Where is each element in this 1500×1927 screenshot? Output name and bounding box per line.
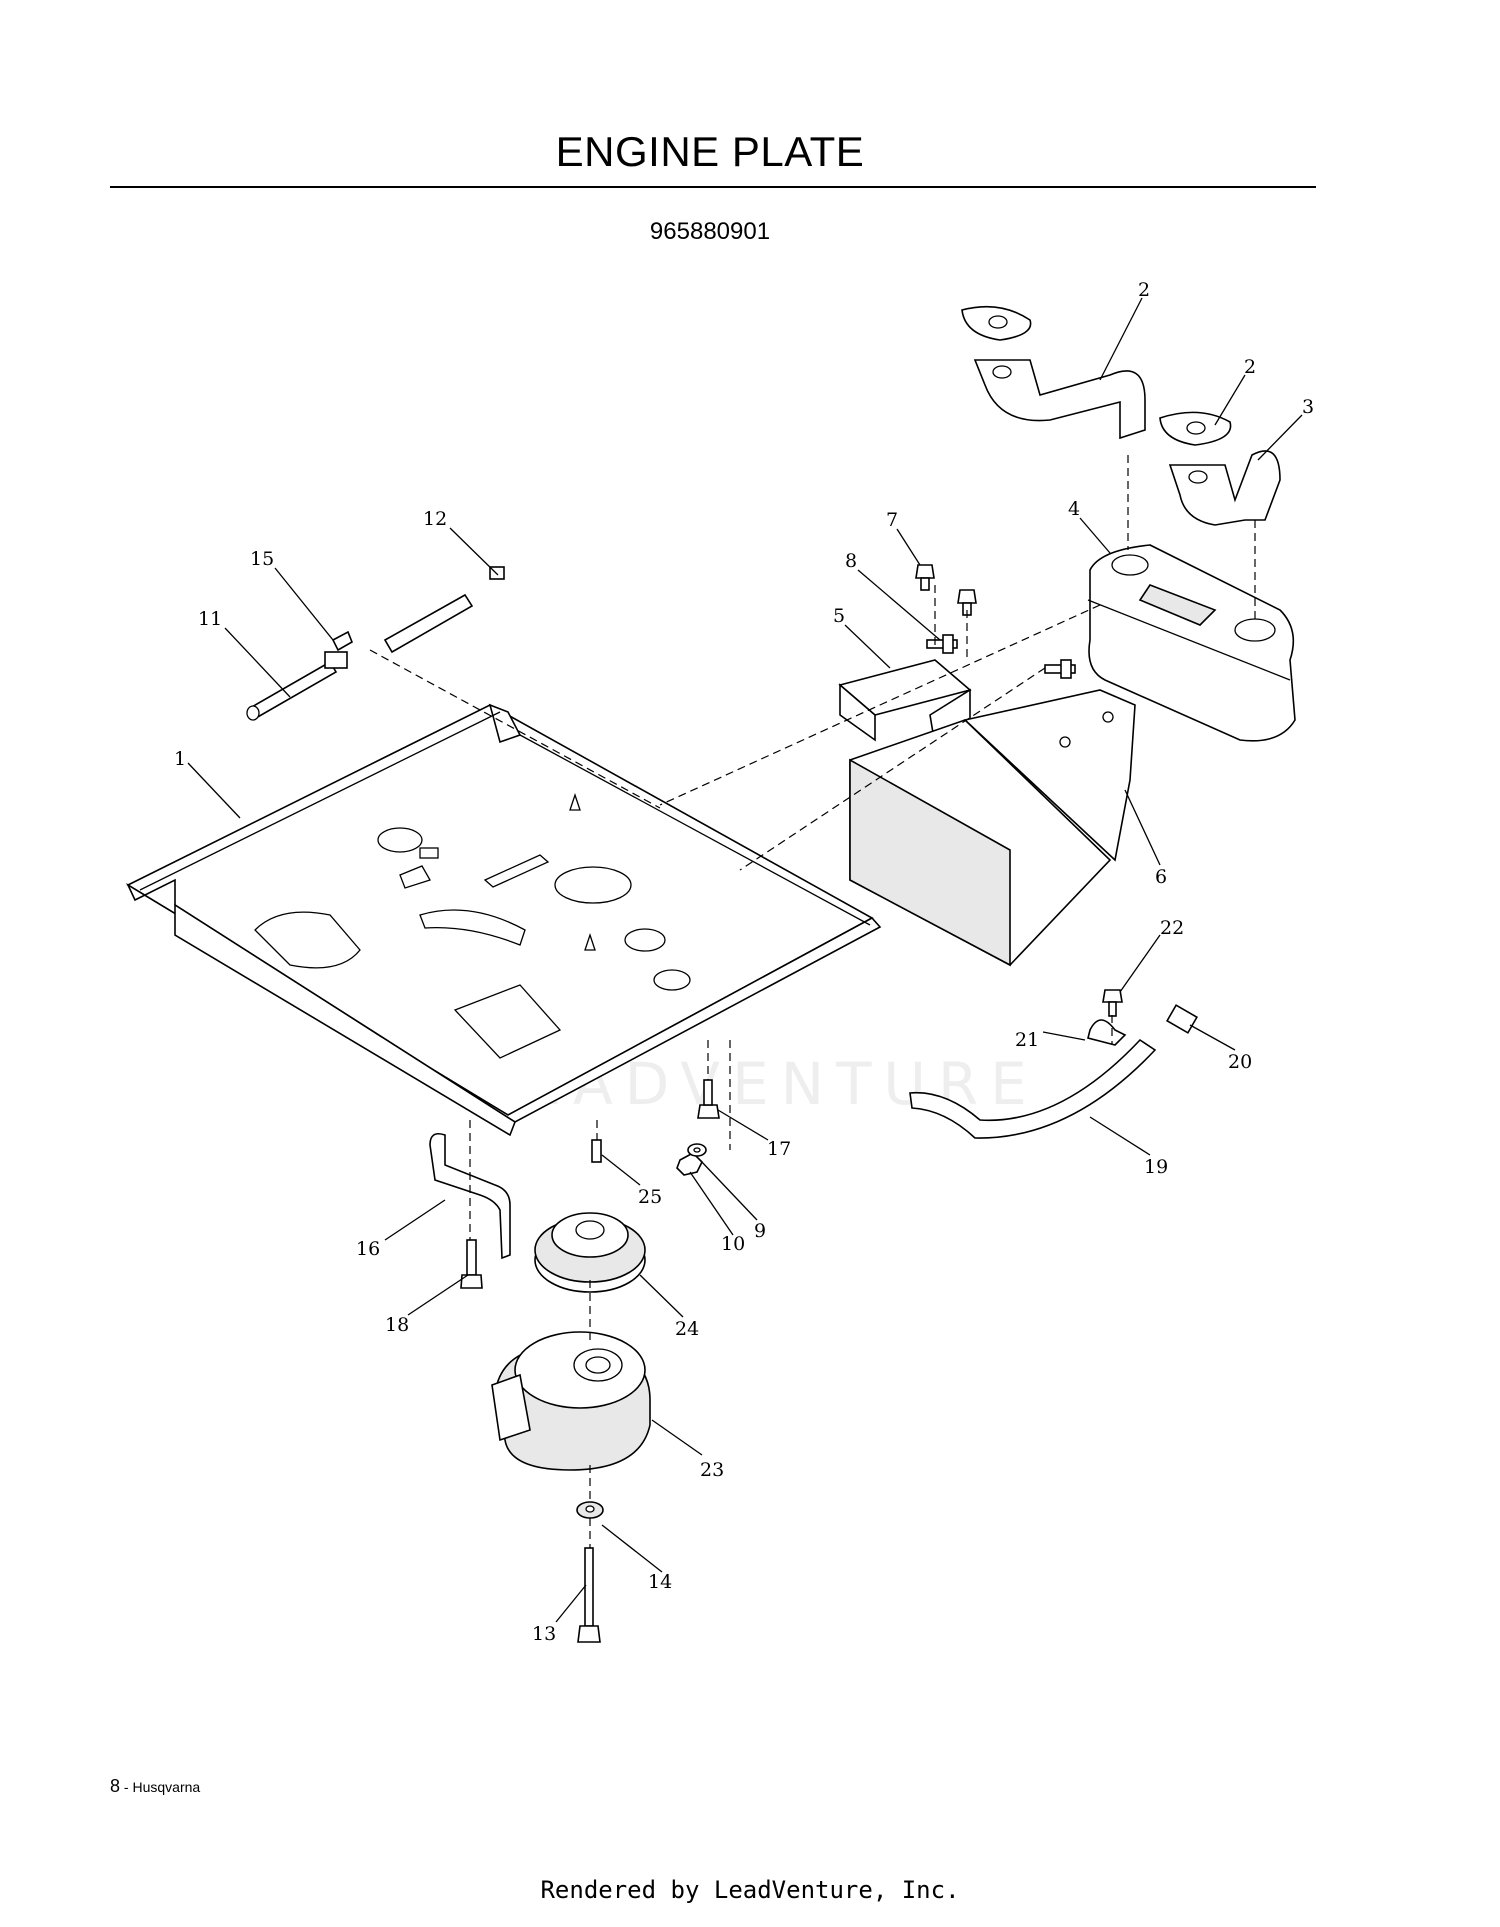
callout-20: 20: [1228, 1051, 1252, 1073]
part-4-muffler: [1087, 544, 1296, 742]
part-22-bolt: [1102, 989, 1123, 1017]
brand-name: Husqvarna: [132, 1779, 201, 1795]
part-2-gasket-upper: [961, 305, 1032, 341]
part-9-washer: [687, 1143, 707, 1157]
page-title: ENGINE PLATE: [555, 128, 865, 175]
callout-1: 1: [174, 748, 186, 770]
callout-16: 16: [356, 1238, 380, 1260]
callout-17: 17: [767, 1138, 791, 1160]
callout-22: 22: [1160, 917, 1184, 939]
callout-12: 12: [423, 508, 447, 530]
part-24-pulley: [534, 1212, 646, 1293]
page-number: 8: [110, 1776, 121, 1796]
part-21-clamp: [1087, 1019, 1127, 1046]
callout-7: 7: [886, 509, 898, 531]
callout-14: 14: [648, 1571, 672, 1593]
callout-24: 24: [675, 1318, 699, 1340]
callout-6: 6: [1155, 866, 1167, 888]
part-6-heat-shield: [849, 689, 1136, 967]
part-2-gasket-lower: [1159, 411, 1232, 446]
assembly-lines: [369, 455, 1256, 1548]
callout-10: 10: [721, 1233, 745, 1255]
part-15-shutoff-valve: [324, 630, 354, 669]
rendered-by-text: Rendered by LeadVenture, Inc.: [540, 1876, 960, 1904]
callout-15: 15: [250, 548, 274, 570]
part-8-bolt: [926, 634, 1076, 679]
callout-13: 13: [532, 1623, 556, 1645]
part-7-bolt: [915, 564, 977, 616]
leader-lines: [187, 297, 1303, 1623]
page-footer: 8 - Husqvarna: [110, 1776, 200, 1797]
callout-5: 5: [833, 605, 845, 627]
callout-3: 3: [1302, 396, 1314, 418]
part-23-clutch: [491, 1331, 651, 1471]
callout-2b: 2: [1244, 356, 1256, 378]
callout-4: 4: [1068, 498, 1080, 520]
part-number: 965880901: [649, 218, 771, 245]
part-16-bracket: [429, 1132, 511, 1260]
callout-8: 8: [845, 550, 857, 572]
callout-2a: 2: [1138, 279, 1150, 301]
callout-19: 19: [1144, 1156, 1168, 1178]
part-18-bolt: [460, 1239, 483, 1289]
callout-18: 18: [385, 1314, 409, 1336]
callout-11: 11: [198, 608, 222, 630]
callout-9: 9: [754, 1220, 766, 1242]
part-19-hose: [909, 1038, 1157, 1139]
part-1-engine-plate: [126, 703, 882, 1137]
title-divider: [110, 186, 1316, 188]
part-13-bolt: [577, 1547, 601, 1643]
callout-23: 23: [700, 1459, 724, 1481]
part-11-fuel-line: [246, 660, 338, 721]
part-3-exhaust-pipe: [1168, 450, 1281, 526]
callout-21: 21: [1015, 1029, 1039, 1051]
callout-labels: 1 2 2 3 4 5 6 7 8 9 10 11 12 13 14 15 16…: [174, 279, 1314, 1645]
part-12-fuel-line: [383, 566, 505, 654]
part-25-pin: [591, 1139, 602, 1163]
part-17-bolt: [697, 1079, 720, 1119]
part-2-exhaust-pipe: [973, 359, 1146, 440]
callout-25: 25: [638, 1186, 662, 1208]
part-14-washer: [576, 1501, 604, 1519]
part-20-fitting: [1166, 1004, 1198, 1034]
footer-separator: -: [120, 1779, 133, 1795]
